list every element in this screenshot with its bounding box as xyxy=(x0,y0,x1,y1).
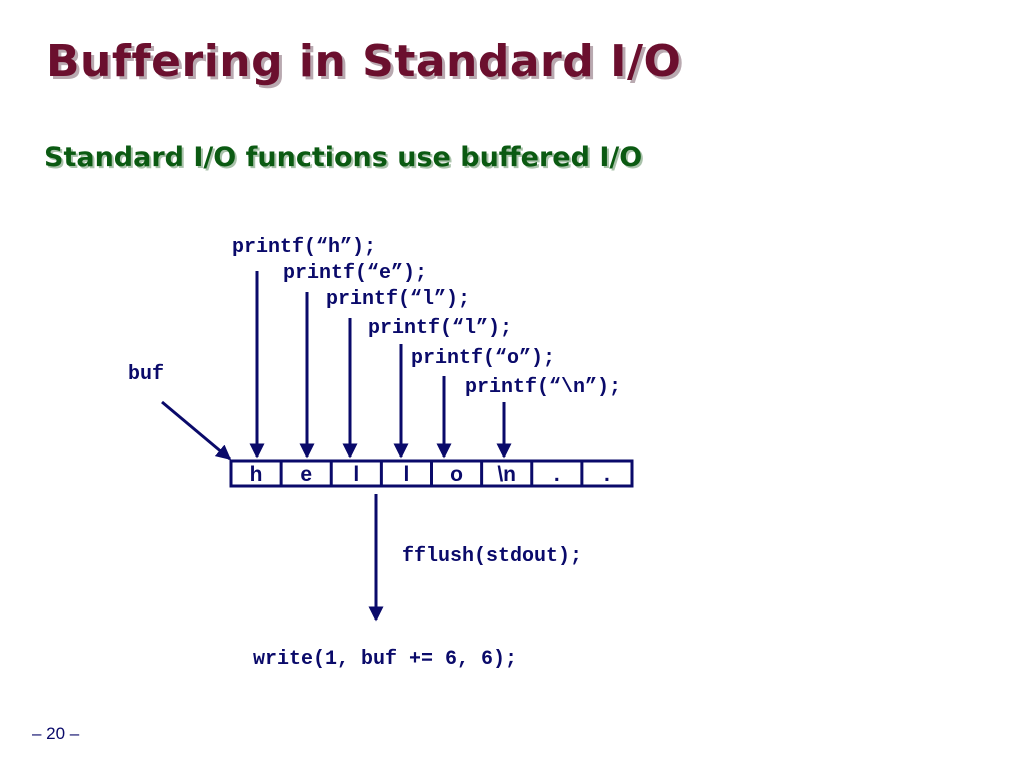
printf-call-o: printf(“o”); xyxy=(411,347,556,370)
buffer-cell: \n xyxy=(497,463,516,486)
slide-title: Buffering in Standard I/O xyxy=(46,36,682,87)
buffer-cell: . xyxy=(554,463,560,486)
printf-call-l2: printf(“l”); xyxy=(368,317,513,340)
buffer-cell-dividers xyxy=(279,461,584,486)
buf-pointer-arrow xyxy=(161,400,232,461)
slide-subtitle: Standard I/O functions use buffered I/O xyxy=(44,142,643,173)
buf-label: buf xyxy=(128,363,165,386)
buffer-cell: l xyxy=(353,463,359,486)
printf-call-h: printf(“h”); xyxy=(232,236,377,259)
buffer-cell: . xyxy=(604,463,610,486)
buffer-cell: o xyxy=(450,463,463,486)
printf-call-l1: printf(“l”); xyxy=(326,288,471,311)
buffer-cell-texts: h e l l o \n.. xyxy=(250,463,610,486)
write-call: write(1, buf += 6, 6); xyxy=(253,648,518,671)
buffer-cell: e xyxy=(300,463,312,486)
page-number: – 20 – xyxy=(32,724,80,743)
buffer-cell: l xyxy=(404,463,410,486)
printf-call-e: printf(“e”); xyxy=(283,262,428,285)
printf-call-newline: printf(“\n”); xyxy=(465,376,622,399)
buffer-cell: h xyxy=(250,463,263,486)
fflush-call: fflush(stdout); xyxy=(402,545,583,568)
